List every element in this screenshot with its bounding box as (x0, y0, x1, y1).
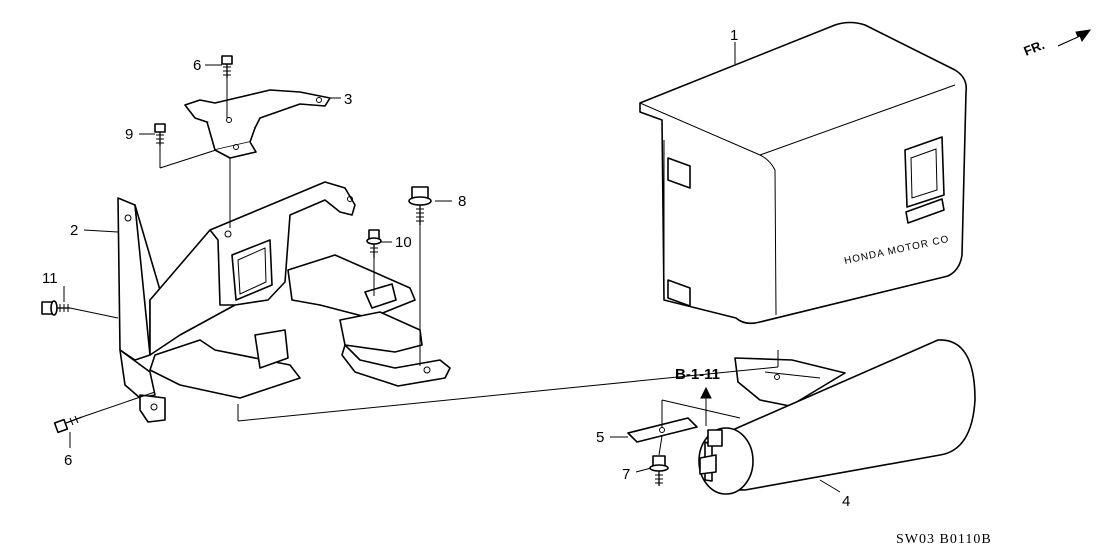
bolt-part-7 (649, 455, 669, 486)
callout-7: 7 (622, 466, 630, 483)
callout-numbers: 1 2 3 4 5 6 6 7 8 9 10 11 (42, 27, 850, 510)
callout-6-top: 6 (193, 57, 201, 74)
callout-11: 11 (42, 270, 58, 287)
callout-10: 10 (395, 234, 412, 251)
plate-part-5 (627, 417, 698, 443)
reference-code: B-1-11 (675, 366, 720, 383)
main-bracket-part-2 (117, 181, 451, 423)
assembly-lines (63, 42, 841, 493)
ecu-cover-part-1: HONDA MOTOR CO (639, 21, 968, 325)
front-direction-label: FR. (1022, 37, 1047, 59)
bolt-part-9 (154, 123, 166, 146)
canister-part-4 (698, 339, 976, 495)
callout-3: 3 (344, 91, 352, 108)
callout-1: 1 (730, 27, 738, 44)
bolt-part-6-bottom (53, 415, 83, 434)
drawing-number: SW03 B0110B (896, 532, 992, 547)
callout-2: 2 (70, 222, 78, 239)
front-arrow-icon (1057, 29, 1092, 47)
callout-9: 9 (125, 126, 133, 143)
front-direction-indicator: FR. (1022, 29, 1092, 59)
callout-4: 4 (842, 493, 850, 510)
upper-bracket-part-3 (184, 89, 331, 159)
bolt-part-10 (366, 229, 382, 258)
bolt-part-8 (408, 186, 432, 225)
callout-5: 5 (596, 429, 604, 446)
bolt-part-6-top (221, 55, 233, 78)
bolt-part-11 (41, 300, 70, 316)
callout-8: 8 (458, 193, 466, 210)
callout-6-bottom: 6 (64, 452, 72, 469)
